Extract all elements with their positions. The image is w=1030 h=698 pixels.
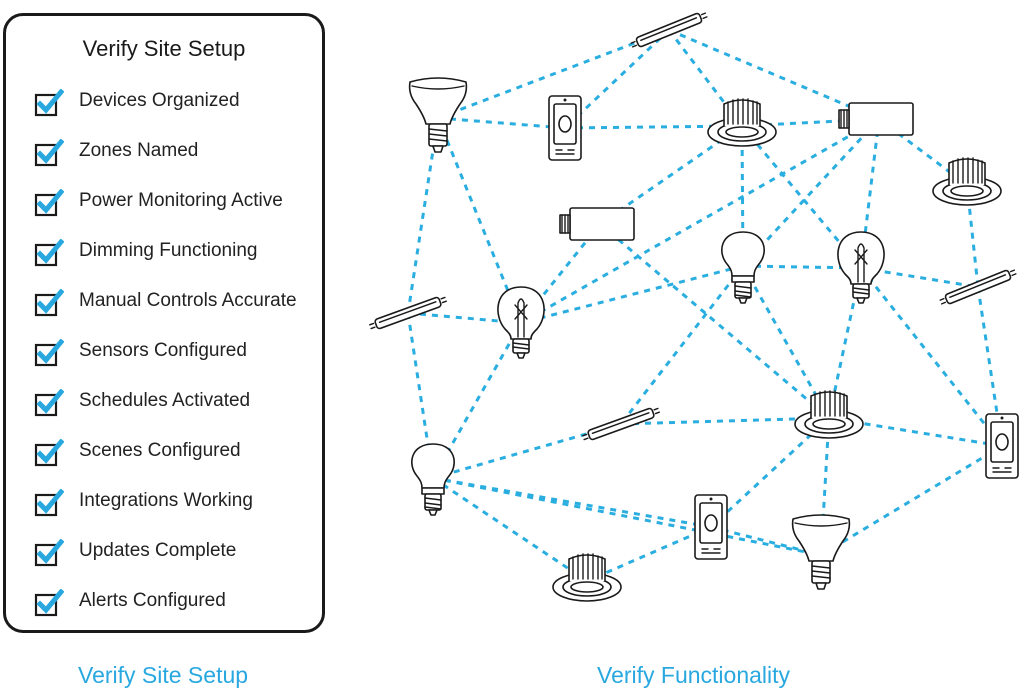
checklist-item-label: Power Monitoring Active	[79, 190, 283, 211]
checklist-item-label: Schedules Activated	[79, 390, 251, 411]
filament-bulb-icon	[497, 286, 545, 359]
network-link	[668, 28, 880, 121]
caption-verify-site-setup: Verify Site Setup	[78, 662, 249, 688]
recessed-downlight-icon	[707, 98, 777, 147]
tube-light-icon	[629, 9, 709, 51]
network-link	[519, 223, 602, 324]
network-link	[432, 476, 588, 583]
checklist-item-label: Integrations Working	[79, 490, 253, 511]
checklist-item-label: Dimming Functioning	[79, 240, 258, 261]
checklist-title: Verify Site Setup	[82, 36, 246, 61]
network-link	[520, 264, 744, 325]
network-link	[860, 266, 979, 289]
network-link	[432, 476, 822, 557]
network-link	[741, 265, 831, 419]
checkbox-checked-icon[interactable]	[34, 539, 64, 569]
checkbox-checked-icon[interactable]	[34, 289, 64, 319]
network-link	[620, 416, 830, 426]
network-link	[437, 116, 566, 130]
tube-light-icon	[367, 293, 449, 333]
checkbox-checked-icon[interactable]	[34, 489, 64, 519]
network-link	[406, 117, 440, 314]
checkbox-checked-icon[interactable]	[34, 189, 64, 219]
network-link	[432, 476, 712, 529]
recessed-downlight-icon	[932, 157, 1002, 206]
checkbox-checked-icon[interactable]	[34, 139, 64, 169]
network-nodes	[367, 9, 1019, 602]
inline-module-icon	[838, 102, 914, 136]
checkbox-checked-icon[interactable]	[34, 89, 64, 119]
checklist-item-label: Sensors Configured	[79, 340, 247, 361]
filament-bulb-icon	[837, 231, 885, 304]
network-link	[520, 117, 880, 325]
checklist-item-label: Zones Named	[79, 140, 199, 161]
checkbox-checked-icon[interactable]	[34, 239, 64, 269]
network-link	[619, 265, 745, 425]
checklist-item-label: Manual Controls Accurate	[79, 290, 297, 311]
wall-switch-icon	[548, 95, 582, 161]
network-link	[859, 267, 1004, 447]
checkbox-checked-icon[interactable]	[34, 339, 64, 369]
checkbox-checked-icon[interactable]	[34, 439, 64, 469]
wall-switch-icon	[985, 413, 1019, 479]
network-link	[436, 117, 523, 324]
br-flood-bulb-icon	[408, 77, 468, 153]
wall-switch-icon	[694, 494, 728, 560]
network-link	[741, 117, 881, 268]
caption-verify-functionality: Verify Functionality	[597, 662, 791, 688]
checklist-item-label: Alerts Configured	[79, 590, 226, 611]
inline-module-icon	[559, 207, 635, 241]
network-link	[599, 222, 830, 420]
checklist-item-label: Devices Organized	[79, 90, 240, 111]
checklist-item-label: Scenes Configured	[79, 440, 241, 461]
network-link	[406, 312, 435, 479]
network-link	[432, 422, 622, 480]
checkbox-checked-icon[interactable]	[34, 389, 64, 419]
recessed-downlight-icon	[552, 553, 622, 602]
checkbox-checked-icon[interactable]	[34, 589, 64, 619]
network-link	[586, 525, 712, 583]
network-link	[437, 28, 670, 120]
network-link	[820, 444, 1003, 557]
checklist-item-label: Updates Complete	[79, 540, 237, 561]
